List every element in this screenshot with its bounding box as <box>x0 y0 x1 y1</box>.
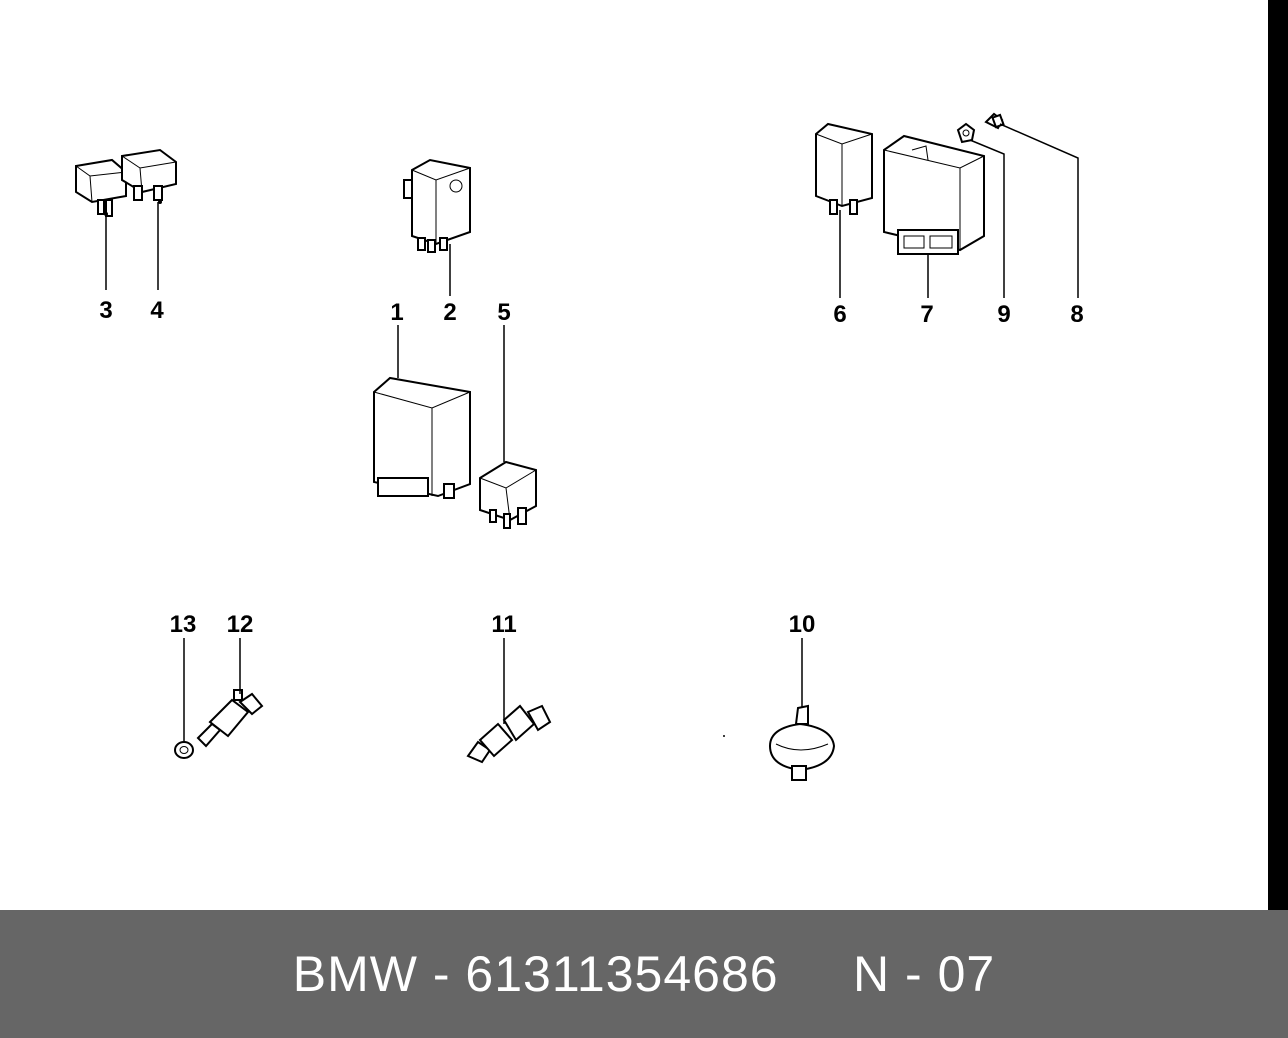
callout-3: 3 <box>99 297 112 324</box>
callout-7: 7 <box>920 301 933 328</box>
callout-12: 12 <box>227 611 254 638</box>
pressure-switch-part-10 <box>768 704 836 781</box>
relay-part-5 <box>479 460 537 529</box>
sensor-part-12 <box>196 689 264 748</box>
callout-5: 5 <box>497 299 510 326</box>
control-unit-part-1 <box>373 376 471 499</box>
callout-2: 2 <box>443 299 456 326</box>
parts-diagram-svg: 3 4 1 2 5 6 7 9 8 13 12 11 10 <box>75 112 1084 781</box>
nut-part-9 <box>956 122 976 144</box>
relay-part-6 <box>815 122 873 215</box>
callout-10: 10 <box>789 611 816 638</box>
right-edge-bar <box>1268 0 1288 910</box>
washer-part-13 <box>174 741 194 759</box>
footer-bar: BMW - 61311354686 N - 07 <box>0 910 1288 1038</box>
callout-13: 13 <box>170 611 197 638</box>
callout-6: 6 <box>833 301 846 328</box>
callout-9: 9 <box>997 301 1010 328</box>
callout-11: 11 <box>491 611 516 638</box>
callout-1: 1 <box>390 299 403 326</box>
parts-diagram: 3 4 1 2 5 6 7 9 8 13 12 11 10 <box>75 112 1084 781</box>
callout-4: 4 <box>150 297 164 324</box>
relay-part-4 <box>121 148 177 204</box>
callout-8: 8 <box>1070 301 1083 328</box>
bolt-part-8 <box>984 112 1005 130</box>
relay-part-2 <box>403 158 471 253</box>
sensor-part-11 <box>466 704 552 764</box>
relay-part-3 <box>75 158 127 217</box>
control-unit-part-7 <box>883 134 985 255</box>
part-number-caption: BMW - 61311354686 N - 07 <box>292 946 996 1002</box>
